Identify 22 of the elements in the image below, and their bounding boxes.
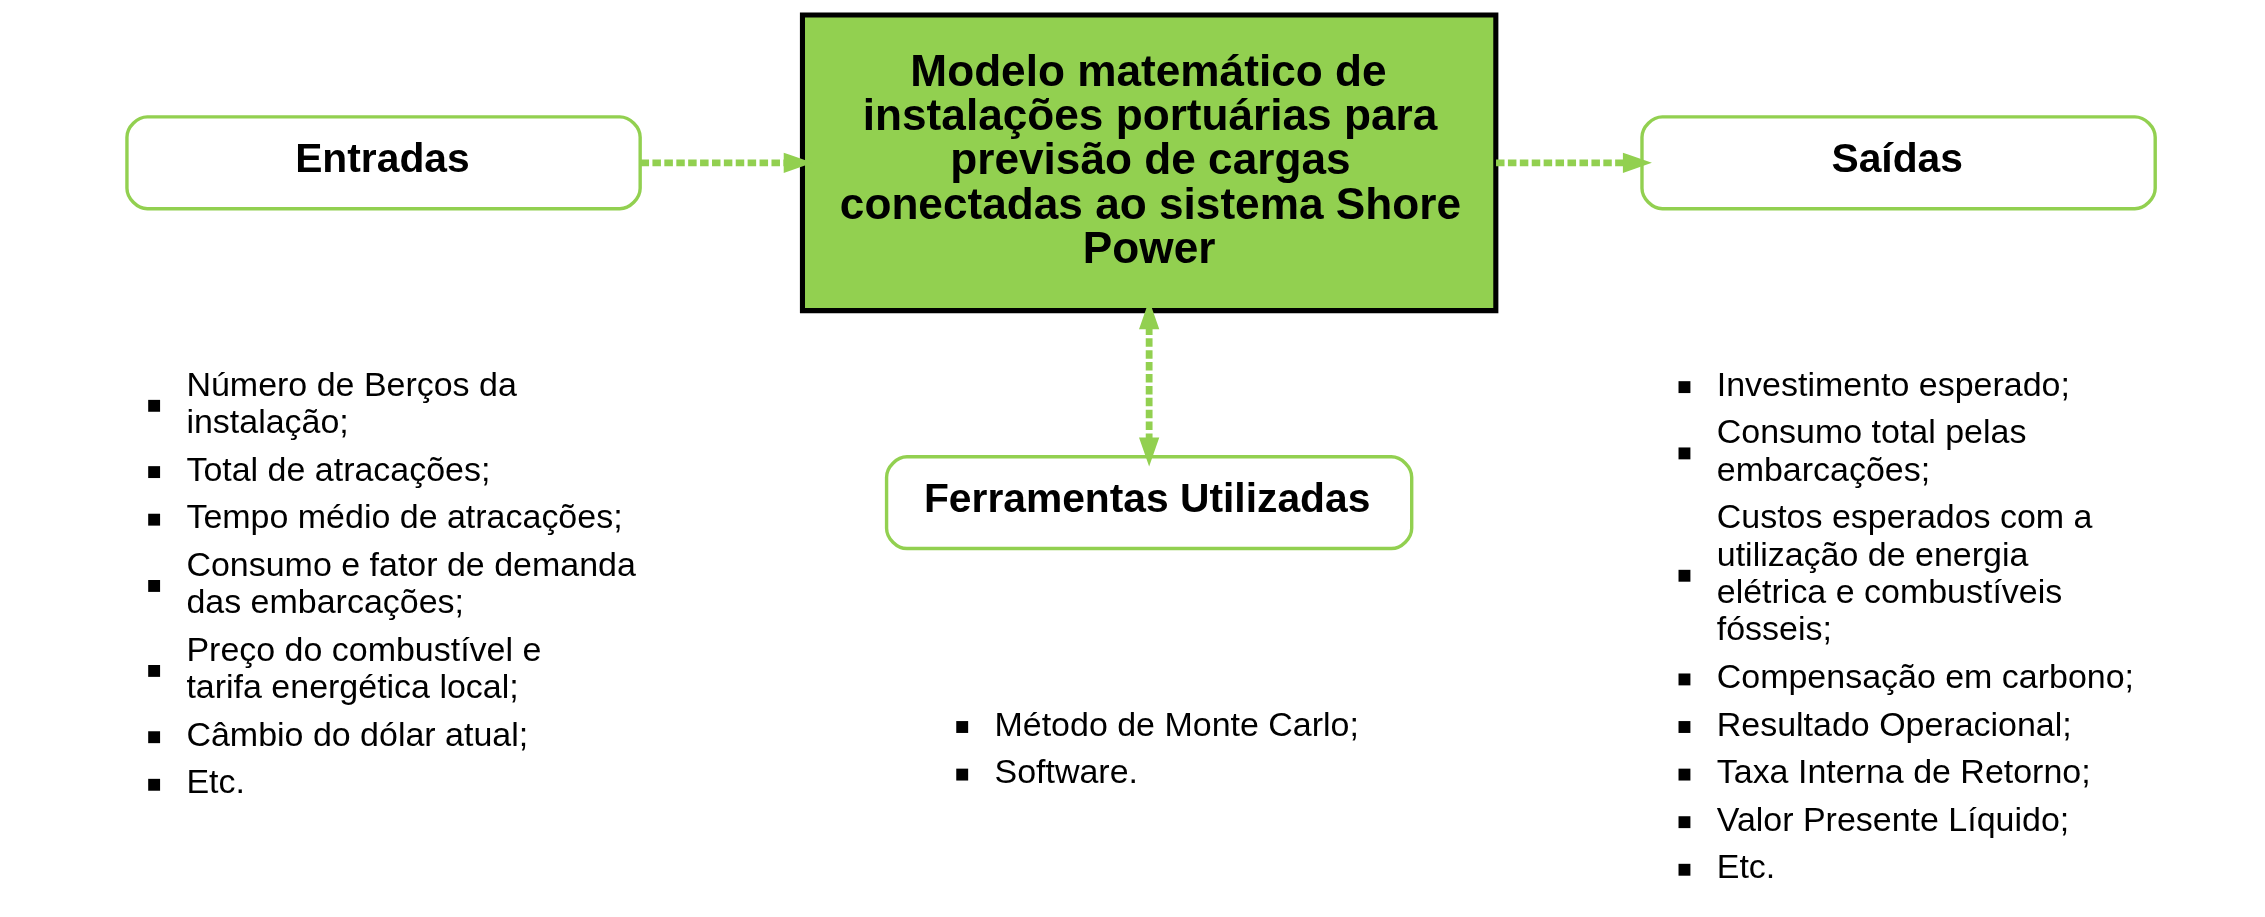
node-label: Custos esperados com a utilização de energia elétrica e combustíveis fósseis; [1716,497,2092,648]
node-box: Ferramentas Utilizadas [884,455,1413,551]
node-box: Modelo matemático de instalações portuárias para previsão de cargas conectadas ao sistema Shore Power [799,12,1498,314]
node-label: Valor Presente Líquido; [1716,799,2069,838]
node-label: Consumo e fator de demanda das embarcações; [185,544,636,621]
node-label: Etc. [185,762,245,801]
node-box: Entradas [124,115,642,211]
node-label: Câmbio do dólar atual; [185,714,528,753]
node-label: Método de Monte Carlo; [994,704,1359,743]
node-label: Software. [994,752,1138,791]
node-label: Etc. [1716,847,1775,886]
node-label: Total de atracações; [185,449,490,488]
node-label: Tempo médio de atracações; [185,497,623,536]
node-label: Resultado Operacional; [1716,704,2072,743]
node-label: Taxa Interna de Retorno; [1716,752,2091,791]
node-label: Preço do combustível e tarifa energética local; [185,629,541,706]
node-label: Consumo total pelas embarcações; [1716,412,2026,488]
node-label: Investimento esperado; [1716,364,2070,403]
arrow [1495,152,1652,173]
node-box: Saídas [1639,115,2157,211]
node-label: Número de Berços da instalação; [185,364,517,441]
node-label: Compensação em carbono; [1716,656,2134,695]
